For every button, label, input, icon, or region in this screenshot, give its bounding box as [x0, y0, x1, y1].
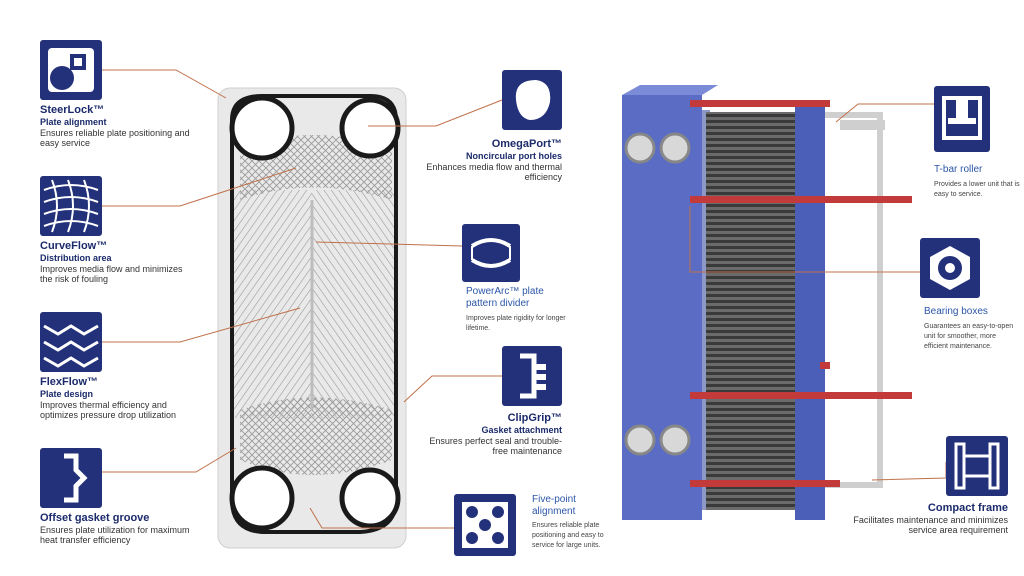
- flexflow-label: FlexFlow™ Plate design Improves thermal …: [40, 376, 200, 420]
- t-bar-roller-icon: [934, 86, 990, 152]
- compact-frame-title: Compact frame: [927, 502, 1008, 514]
- omegaport-icon: [502, 70, 562, 130]
- clipgrip-label: ClipGrip™ Gasket attachment Ensures perf…: [420, 412, 562, 456]
- powerarc-description: Improves plate rigidity for longer lifet…: [466, 315, 566, 332]
- compact-frame-icon: [946, 436, 1008, 496]
- powerarc-label: PowerArc™ plate pattern divider Improves…: [466, 286, 576, 334]
- curveflow-icon: [40, 176, 102, 236]
- bearing-boxes-label: Bearing boxes Guarantees an easy-to-open…: [924, 306, 1020, 352]
- clipgrip-description: Ensures perfect seal and trouble-free ma…: [429, 436, 562, 456]
- powerarc-title: PowerArc™ plate pattern divider: [466, 286, 544, 309]
- five-point-label: Five-point alignment Ensures reliable pl…: [532, 494, 614, 551]
- offset-gasket-description: Ensures plate utilization for maximum he…: [40, 525, 190, 545]
- curveflow-title: CurveFlow™: [40, 240, 108, 252]
- clipgrip-title: ClipGrip™: [507, 412, 562, 424]
- clipgrip-icon: [502, 346, 562, 406]
- curveflow-label: CurveFlow™ Distribution area Improves me…: [40, 240, 190, 284]
- clipgrip-subtitle: Gasket attachment: [481, 425, 562, 435]
- five-point-title: Five-point alignment: [532, 494, 576, 517]
- tbar-roller-label: T-bar roller Provides a lower unit that …: [934, 164, 1022, 200]
- omegaport-description: Enhances media flow and thermal efficien…: [426, 162, 562, 182]
- tbar-roller-title: T-bar roller: [934, 164, 983, 175]
- gasket-plate: [217, 87, 407, 549]
- omegaport-title: OmegaPort™: [491, 138, 562, 150]
- flexflow-title: FlexFlow™: [40, 376, 99, 388]
- curveflow-subtitle: Distribution area: [40, 253, 112, 263]
- compact-frame-label: Compact frame Facilitates maintenance an…: [850, 502, 1008, 535]
- bearing-box-icon: [920, 238, 980, 298]
- offset-gasket-title: Offset gasket groove: [40, 512, 150, 524]
- powerarc-icon: [462, 224, 520, 282]
- bearing-boxes-description: Guarantees an easy-to-open unit for smoo…: [924, 323, 1014, 350]
- tbar-roller-description: Provides a lower unit that is easy to se…: [934, 181, 1020, 198]
- offset-gasket-label: Offset gasket groove Ensures plate utili…: [40, 512, 200, 545]
- curveflow-description: Improves media flow and minimizes the ri…: [40, 264, 183, 284]
- steerlock-subtitle: Plate alignment: [40, 117, 107, 127]
- bearing-boxes-title: Bearing boxes: [924, 306, 988, 317]
- compact-frame-description: Facilitates maintenance and minimizes se…: [853, 515, 1008, 535]
- steerlock-description: Ensures reliable plate positioning and e…: [40, 128, 190, 148]
- heat-exchanger-unit: [622, 85, 912, 520]
- five-point-alignment-icon: [454, 494, 516, 556]
- omegaport-subtitle: Noncircular port holes: [465, 151, 562, 161]
- omegaport-label: OmegaPort™ Noncircular port holes Enhanc…: [420, 138, 562, 182]
- steerlock-title: SteerLock™: [40, 104, 105, 116]
- gasket-groove-icon: [40, 448, 102, 508]
- five-point-description: Ensures reliable plate positioning and e…: [532, 522, 604, 549]
- flexflow-icon: [40, 312, 102, 372]
- flexflow-subtitle: Plate design: [40, 389, 94, 399]
- steerlock-label: SteerLock™ Plate alignment Ensures relia…: [40, 104, 190, 148]
- steerlock-icon: [40, 40, 102, 100]
- leader-lines: [102, 69, 947, 529]
- flexflow-description: Improves thermal efficiency and optimize…: [40, 400, 177, 420]
